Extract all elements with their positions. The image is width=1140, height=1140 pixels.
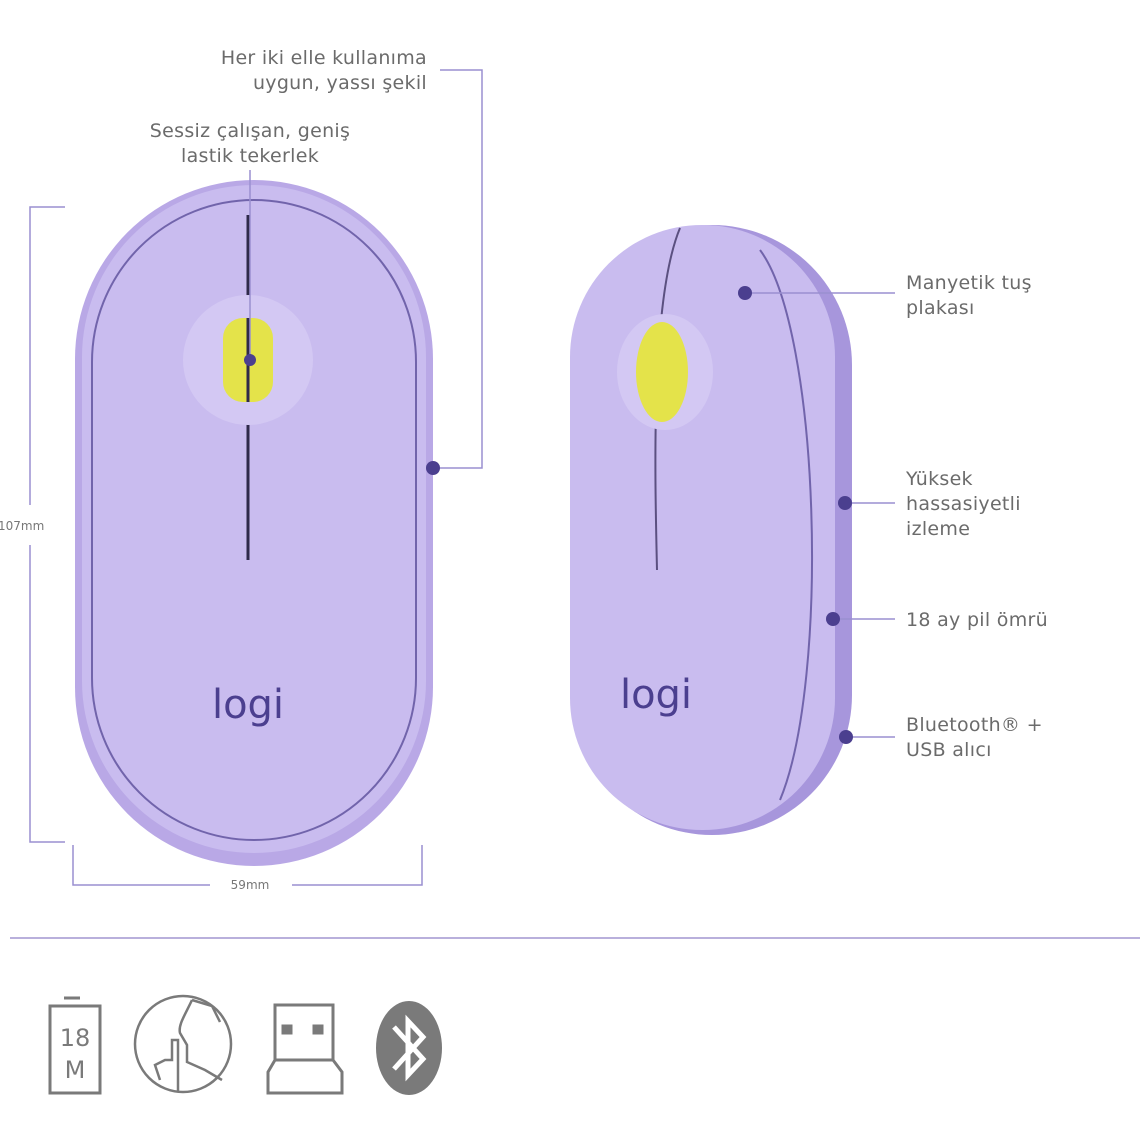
callout-wheel-2: lastik tekerlek	[181, 145, 319, 167]
callout-tracking-1: Yüksek	[905, 468, 973, 490]
brand-logo-side: logi	[620, 672, 692, 718]
callout-connectivity-1: Bluetooth® +	[906, 714, 1043, 736]
battery-icon-unit: M	[65, 1056, 86, 1084]
callout-magnetic-2: plakası	[906, 297, 975, 319]
callout-dots	[244, 286, 853, 744]
height-dimension: 107mm	[0, 519, 44, 533]
mouse-side-view: logi	[570, 225, 852, 835]
callout-magnetic-1: Manyetik tuş	[906, 272, 1032, 294]
dimension-lines	[29, 206, 423, 886]
callout-tracking-2: hassasiyetli	[906, 493, 1021, 515]
battery-18-months-icon: 18 M	[48, 996, 102, 1095]
callout-flat-shape-2: uygun, yassı şekil	[253, 72, 427, 94]
mouse-top-view: logi	[75, 180, 433, 866]
usb-receiver-icon	[266, 1003, 344, 1095]
callout-lines	[249, 69, 895, 738]
bluetooth-icon	[376, 1001, 442, 1095]
callout-flat-shape-1: Her iki elle kullanıma	[221, 47, 427, 69]
callout-wheel-1: Sessiz çalışan, geniş	[150, 120, 350, 142]
width-dimension: 59mm	[231, 878, 270, 892]
brand-logo: logi	[212, 682, 284, 728]
silent-click-icon	[133, 994, 233, 1094]
callout-battery: 18 ay pil ömrü	[906, 609, 1048, 631]
callout-connectivity-2: USB alıcı	[906, 739, 992, 761]
callout-tracking-3: izleme	[906, 518, 970, 540]
battery-icon-number: 18	[60, 1024, 91, 1052]
